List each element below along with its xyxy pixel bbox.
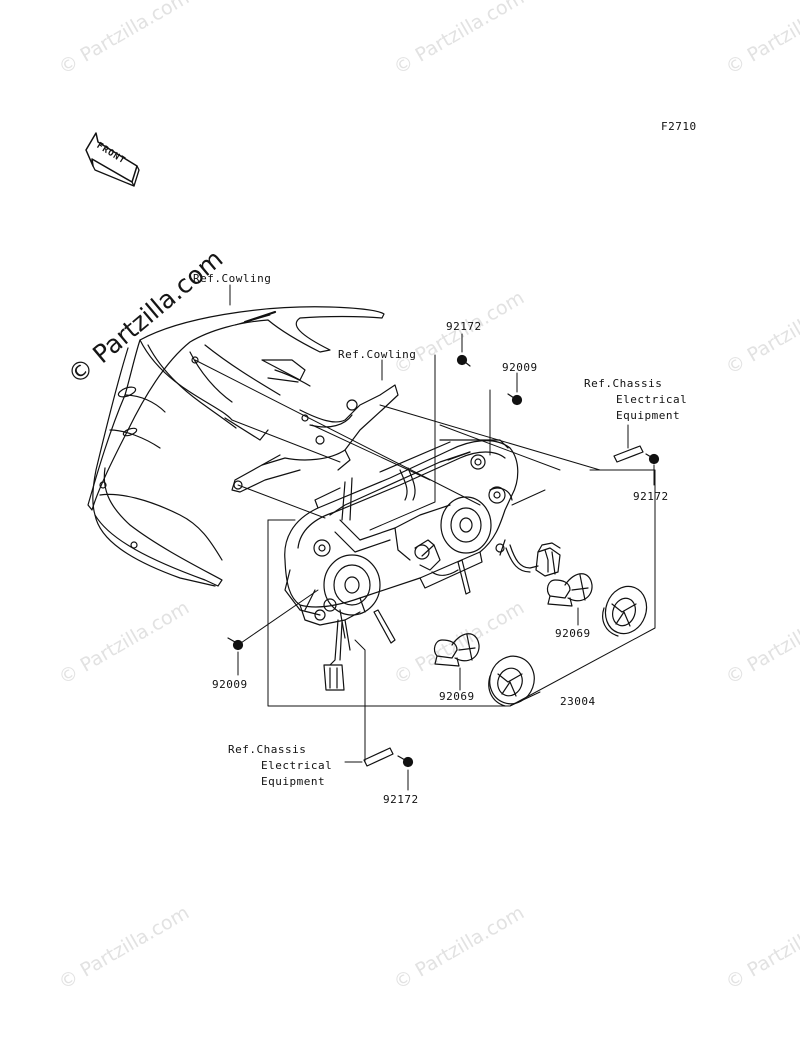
adjuster-rods <box>339 559 471 651</box>
rubber-cover-left <box>488 655 535 707</box>
upper-cowling-outline <box>87 306 385 587</box>
label-part-23004: 23004 <box>560 695 596 708</box>
headlight-left-lens <box>304 539 381 621</box>
bulb-92069-left <box>433 633 480 667</box>
label-part-92009-left: 92009 <box>212 678 248 691</box>
bulb-92069-right <box>546 573 593 607</box>
label-ref-cowling-top: Ref.Cowling <box>193 272 272 285</box>
label-ref-chassis-right-line1: Ref.Chassis <box>584 377 663 390</box>
headlight-right-lens <box>440 451 513 556</box>
label-ref-chassis-bottom-line1: Ref.Chassis <box>228 743 307 756</box>
position-lamp <box>414 539 459 576</box>
wiring-connector-right <box>505 542 561 577</box>
label-ref-chassis-right-line3: Equipment <box>616 409 681 422</box>
screw-92009-top <box>507 393 523 406</box>
label-ref-chassis-right-line2: Electrical <box>616 393 688 406</box>
chassis-bracket-bottom <box>363 747 394 767</box>
headlight-housing <box>284 439 519 626</box>
label-part-92069-right: 92069 <box>555 627 591 640</box>
label-ref-chassis-bottom-line2: Electrical <box>261 759 333 772</box>
label-part-92069-left: 92069 <box>439 690 475 703</box>
label-part-92172-bottom: 92172 <box>383 793 419 806</box>
chassis-bracket-right <box>613 445 644 463</box>
label-part-92009-top: 92009 <box>502 361 538 374</box>
screw-92172-bottom <box>397 755 414 768</box>
label-part-92172-right: 92172 <box>633 490 669 503</box>
screw-92172-top <box>456 354 471 367</box>
screw-92172-right <box>645 453 660 465</box>
wiring-connector-left <box>323 619 345 691</box>
label-ref-cowling-mid: Ref.Cowling <box>338 348 417 361</box>
rubber-cover-right <box>602 585 648 637</box>
cowling-stay-bracket <box>224 359 399 493</box>
label-part-92172-top: 92172 <box>446 320 482 333</box>
front-arrow-icon <box>85 132 140 187</box>
label-ref-chassis-bottom-line3: Equipment <box>261 775 326 788</box>
figure-code: F2710 <box>661 120 697 133</box>
leader-lines <box>194 284 656 791</box>
